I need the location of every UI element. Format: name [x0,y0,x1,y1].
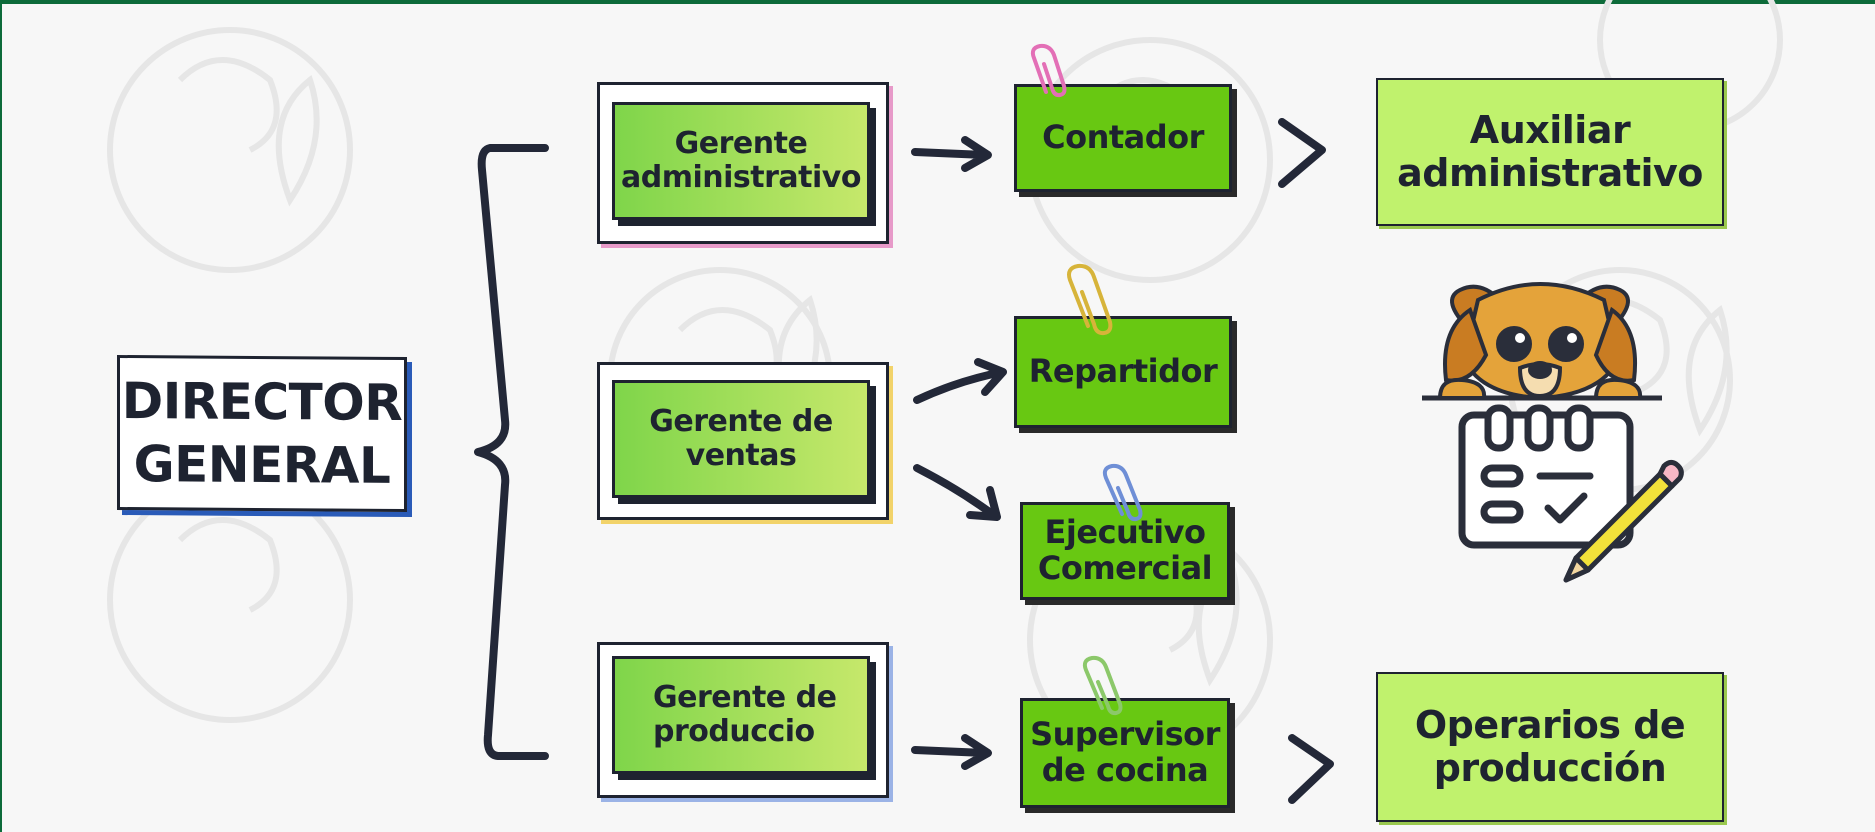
role-contador-label: Contador [1042,118,1204,157]
paperclip-icon [1030,43,1067,98]
dog-icon [1422,282,1662,401]
operarios-box: Operarios de producción [1376,672,1724,822]
arrow-produccion-supervisor [911,734,992,770]
auxiliar-line2: administrativo [1397,151,1703,195]
operarios-line2: producción [1433,746,1667,790]
role-ejecutivo-line1: Ejecutivo [1044,513,1206,552]
manager-admin-line2: administrativo [621,160,861,195]
chevron-supervisor-operarios [1288,734,1334,804]
manager-produccion-line1: Gerente de [653,680,837,716]
paperclip-icon [1067,263,1113,336]
manager-box-admin: Gerente administrativo [612,102,870,220]
role-box-supervisor: Supervisor de cocina [1020,698,1230,808]
role-supervisor-line2: de cocina [1041,751,1209,789]
top-border [0,0,1875,4]
auxiliar-line1: Auxiliar [1469,108,1631,153]
pencil-icon [1563,459,1684,583]
chevron-contador-auxiliar [1278,118,1326,188]
role-box-ejecutivo: Ejecutivo Comercial [1020,502,1230,600]
auxiliar-box: Auxiliar administrativo [1376,78,1724,226]
arrow-ventas-ejecutivo [913,464,1001,521]
role-box-repartidor: Repartidor [1014,316,1232,428]
manager-ventas-line1: Gerente de [649,404,833,440]
paperclip-icon [1102,463,1143,522]
manager-ventas-line2: ventas [685,438,797,473]
role-repartidor-label: Repartidor [1028,352,1218,391]
arrow-admin-contador [911,136,992,172]
role-supervisor-line1: Supervisor [1030,715,1220,754]
operarios-line1: Operarios de [1414,703,1686,748]
left-border [0,0,2,832]
role-ejecutivo-line2: Comercial [1037,549,1213,587]
manager-produccion-line2: produccio [653,714,815,749]
manager-admin-line1: Gerente [674,126,808,162]
org-brace [474,144,549,760]
manager-box-ventas: Gerente de ventas [612,380,870,498]
role-box-contador: Contador [1014,84,1232,192]
paperclip-icon [1082,655,1123,716]
arrow-ventas-repartidor [913,358,1007,404]
checklist-icon [1458,404,1634,549]
manager-box-produccion: Gerente de produccio [612,656,870,774]
